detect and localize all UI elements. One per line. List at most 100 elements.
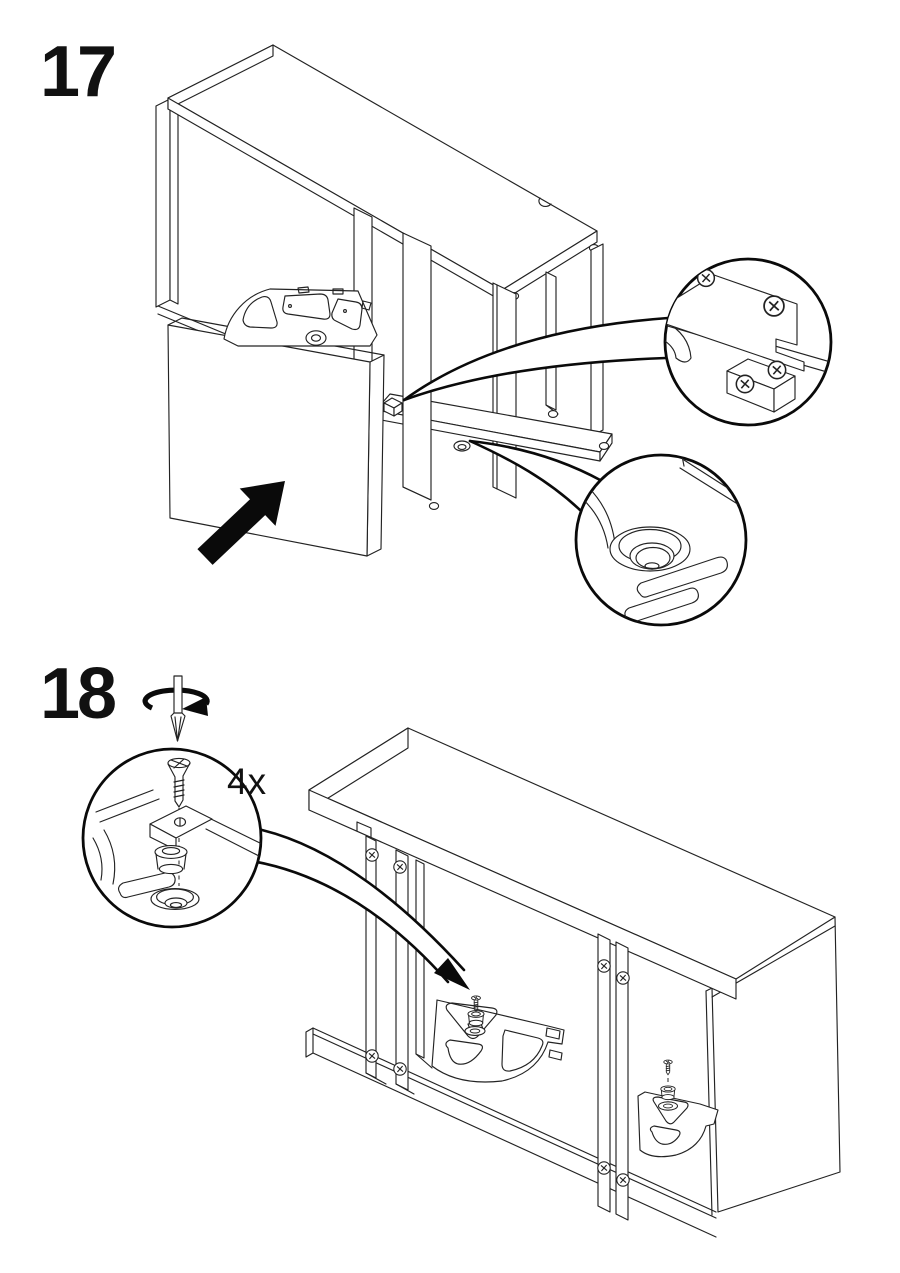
bushing-sides <box>155 853 187 870</box>
screw-head-icon <box>365 1049 379 1063</box>
swivel-plate-outline <box>223 288 378 347</box>
plate-rivet <box>343 309 347 313</box>
leader-upper-curve <box>260 828 466 972</box>
screw-icon <box>663 1059 673 1076</box>
cabinet-side-panel <box>155 98 171 308</box>
plate-cutout <box>649 1125 681 1145</box>
swivel-plate-outline <box>637 1091 719 1158</box>
screwdriver-shaft <box>173 675 183 714</box>
pivot-ring <box>464 1026 486 1036</box>
screw-head-icon <box>365 848 379 862</box>
screw-head-icon <box>597 959 611 973</box>
swivel-plate-left <box>431 995 565 1083</box>
dowel-pin <box>547 410 559 418</box>
insertion-arrow-icon <box>197 481 285 565</box>
leader-band-fill <box>404 318 668 400</box>
screwdriver-tip <box>170 712 186 742</box>
plate-cutout <box>331 298 363 331</box>
bushing-base <box>158 863 184 875</box>
step17-door <box>167 317 385 557</box>
plate-slot <box>117 871 176 899</box>
slab-joint-notch <box>356 821 372 838</box>
screw-head-icon <box>616 971 630 985</box>
divider-board <box>615 941 629 1221</box>
swivel-plate-right <box>637 1059 719 1158</box>
screw-head-icon <box>735 374 755 394</box>
dowel-pin <box>428 502 440 510</box>
step17-illustration <box>155 44 833 627</box>
plate-edge-lines <box>95 789 261 857</box>
leader-band-upper-curve <box>468 439 604 483</box>
door-swivel-plate <box>223 286 378 347</box>
leader-band-lower-curve <box>402 356 668 402</box>
plate-hub-hole <box>310 334 322 342</box>
screw-head-icon <box>393 1062 407 1076</box>
screw-head-icon <box>393 860 407 874</box>
phillips-screwdriver-icon <box>142 675 210 742</box>
cup-bottom <box>169 902 183 908</box>
rail-end-cap <box>305 1027 314 1058</box>
divider-board <box>395 849 409 1091</box>
plate-cutout <box>445 1039 484 1065</box>
door-panel <box>167 324 371 557</box>
stop-block-side <box>393 402 403 417</box>
divider-board <box>415 859 425 1059</box>
plate-cutout <box>445 1002 498 1040</box>
screw-head-icon <box>597 1161 611 1175</box>
plate-cutout <box>242 295 278 329</box>
callout-leader-band-bracket <box>402 316 670 402</box>
callout-screw-contents <box>92 757 261 910</box>
plate-slot <box>636 556 728 598</box>
quantity-label: 4x <box>227 761 267 802</box>
callout-leader-band-cup <box>468 439 604 512</box>
leader-band-upper-curve <box>402 316 670 402</box>
leader-band-lower-curve <box>468 439 582 512</box>
arrowhead <box>434 958 470 990</box>
pivot-ring <box>657 1101 679 1111</box>
pivot-cup-bore-inner <box>635 546 671 570</box>
corner-bracket <box>665 274 805 372</box>
screw-head-icon <box>763 295 785 317</box>
plate-cutout <box>652 1096 689 1125</box>
callout-bracket-contents <box>665 268 831 425</box>
callout-cup-contents <box>576 455 746 623</box>
screw-head-icon <box>767 360 787 380</box>
pivot-cup-recess <box>150 888 200 910</box>
plate-cutout <box>501 1029 544 1072</box>
cabinet-bottom-slab <box>308 727 836 980</box>
divider-board <box>597 933 611 1213</box>
plate-tabs <box>297 286 372 311</box>
cabinet-rail <box>312 1027 717 1238</box>
step-18-number: 18 <box>40 654 117 734</box>
slab-front-edge <box>308 789 737 1000</box>
step18-illustration <box>81 675 841 1238</box>
bushing-large-icon <box>154 845 188 875</box>
step18-cabinet-carcass <box>305 727 841 1238</box>
callout-pivot-cup-detail <box>574 453 748 627</box>
bushing-bore <box>161 847 181 855</box>
pivot-cup-hole-inner <box>457 444 467 450</box>
screwdriver-shaft-fill <box>174 676 182 713</box>
flathead-screw-icon <box>167 757 191 808</box>
step-17-number: 17 <box>40 32 117 112</box>
divider-board <box>365 835 377 1079</box>
leader-lower-curve <box>250 859 450 984</box>
cabinet-bottom-slab <box>167 44 598 291</box>
plate-hub <box>305 330 327 346</box>
bushing-flange <box>154 845 188 859</box>
screw-head-icon <box>616 1173 630 1187</box>
pivot-bushing <box>660 1085 676 1101</box>
callout-screw-detail <box>81 747 263 929</box>
cabinet-side-panel-edge <box>169 98 179 305</box>
phillips-cross <box>170 758 188 769</box>
divider-board-front <box>402 232 432 501</box>
swivel-plate-outline <box>431 999 565 1083</box>
slab-notch <box>538 197 552 208</box>
divider-feet <box>365 1053 433 1095</box>
plate-arc-edge <box>92 829 116 885</box>
screw-shaft-threads <box>167 762 191 808</box>
plate-cutout <box>282 293 331 320</box>
rotation-arrow-head <box>182 697 208 716</box>
